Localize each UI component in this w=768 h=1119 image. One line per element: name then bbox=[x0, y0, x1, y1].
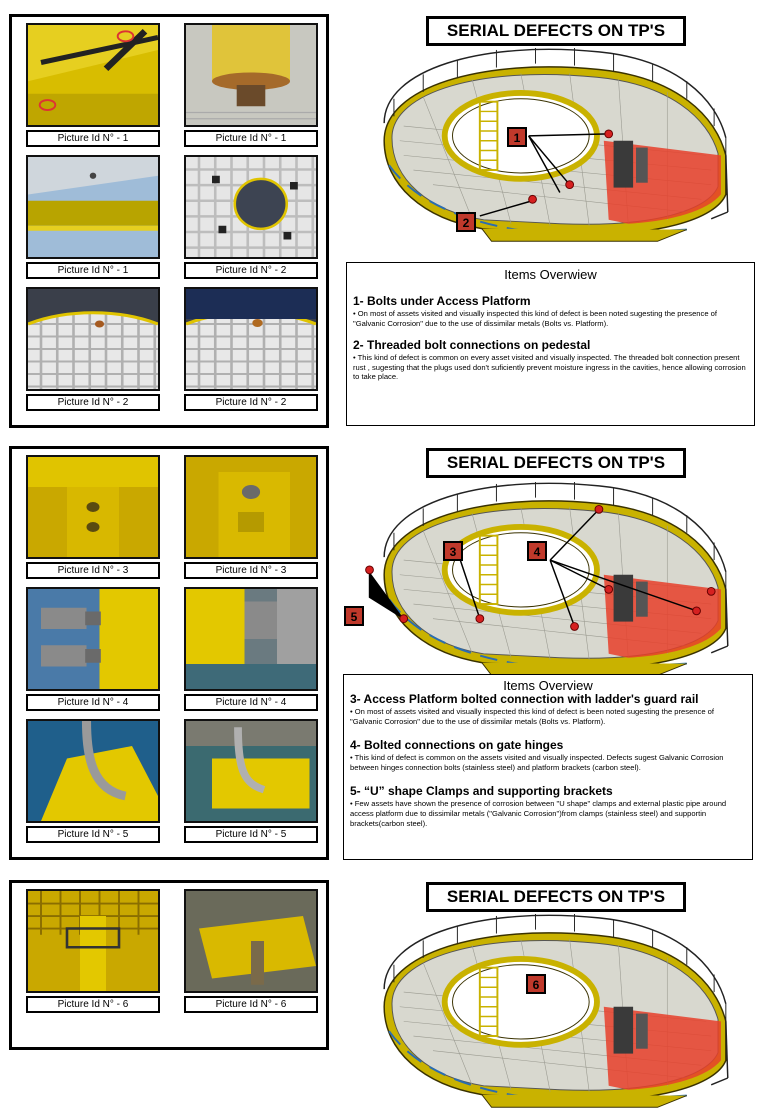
platform-diagram bbox=[365, 482, 750, 687]
callout-badge: 3 bbox=[443, 541, 463, 561]
callout-badge: 4 bbox=[527, 541, 547, 561]
section-3: Picture Id N° - 6 Picture Id N° - 6 SERI… bbox=[0, 870, 768, 1024]
photo-caption: Picture Id N° - 1 bbox=[26, 130, 160, 147]
defect-photo bbox=[184, 587, 318, 691]
items-overview: Items Overwiew 1- Bolts under Access Pla… bbox=[346, 262, 755, 426]
defect-photo bbox=[184, 287, 318, 391]
photo-caption: Picture Id N° - 6 bbox=[26, 996, 160, 1013]
item-heading: 1- Bolts under Access Platform bbox=[353, 294, 531, 308]
defect-photo bbox=[184, 23, 318, 127]
defect-photo bbox=[26, 719, 160, 823]
photo-caption: Picture Id N° - 1 bbox=[26, 262, 160, 279]
defect-photo bbox=[184, 719, 318, 823]
photo-caption: Picture Id N° - 1 bbox=[184, 130, 318, 147]
platform-diagram bbox=[360, 48, 750, 253]
item-text: • On most of assets visited and visually… bbox=[350, 707, 714, 726]
callout-badge: 2 bbox=[456, 212, 476, 232]
defect-photo bbox=[184, 155, 318, 259]
defect-photo bbox=[26, 889, 160, 993]
items-overview: Items Overview 3- Access Platform bolted… bbox=[343, 674, 753, 860]
photo-caption: Picture Id N° - 3 bbox=[26, 562, 160, 579]
defect-photo bbox=[26, 287, 160, 391]
items-overview-title: Items Overwiew bbox=[504, 267, 597, 282]
item-text: • This kind of defect is common on the a… bbox=[350, 753, 724, 772]
photo-caption: Picture Id N° - 5 bbox=[26, 826, 160, 843]
item-heading: 5- “U” shape Clamps and supporting brack… bbox=[350, 784, 613, 799]
defect-photo bbox=[26, 155, 160, 259]
items-overview-title: Items Overview bbox=[503, 678, 593, 693]
photo-caption: Picture Id N° - 4 bbox=[26, 694, 160, 711]
section-title: SERIAL DEFECTS ON TP'S bbox=[426, 16, 686, 46]
photo-caption: Picture Id N° - 6 bbox=[184, 996, 318, 1013]
item-heading: 3- Access Platform bolted connection wit… bbox=[350, 692, 699, 706]
photo-caption: Picture Id N° - 2 bbox=[26, 394, 160, 411]
section-title: SERIAL DEFECTS ON TP'S bbox=[426, 448, 686, 478]
photo-panel: Picture Id N° - 6 Picture Id N° - 6 bbox=[9, 880, 329, 1050]
photo-panel: Picture Id N° - 3 Picture Id N° - 3 Pict… bbox=[9, 446, 329, 860]
photo-caption: Picture Id N° - 5 bbox=[184, 826, 318, 843]
defect-photo bbox=[184, 889, 318, 993]
callout-badge: 6 bbox=[526, 974, 546, 994]
photo-caption: Picture Id N° - 2 bbox=[184, 394, 318, 411]
item-text: • Few assets have shown the presence of … bbox=[350, 799, 727, 828]
defect-photo bbox=[184, 455, 318, 559]
section-1: Picture Id N° - 1 Picture Id N° - 1 Pict… bbox=[0, 0, 768, 440]
photo-caption: Picture Id N° - 3 bbox=[184, 562, 318, 579]
item-text: • This kind of defect is common on every… bbox=[353, 353, 746, 382]
photo-caption: Picture Id N° - 2 bbox=[184, 262, 318, 279]
callout-badge: 5 bbox=[344, 606, 364, 626]
item-heading: 4- Bolted connections on gate hinges bbox=[350, 738, 564, 753]
defect-photo bbox=[26, 455, 160, 559]
section-2: Picture Id N° - 3 Picture Id N° - 3 Pict… bbox=[0, 440, 768, 870]
photo-caption: Picture Id N° - 4 bbox=[184, 694, 318, 711]
section-title: SERIAL DEFECTS ON TP'S bbox=[426, 882, 686, 912]
callout-badge: 1 bbox=[507, 127, 527, 147]
defect-photo bbox=[26, 587, 160, 691]
defect-photo bbox=[26, 23, 160, 127]
photo-panel: Picture Id N° - 1 Picture Id N° - 1 Pict… bbox=[9, 14, 329, 428]
item-heading: 2- Threaded bolt connections on pedestal bbox=[353, 338, 591, 353]
platform-diagram bbox=[360, 914, 750, 1119]
item-text: • On most of assets visited and visually… bbox=[353, 309, 717, 328]
